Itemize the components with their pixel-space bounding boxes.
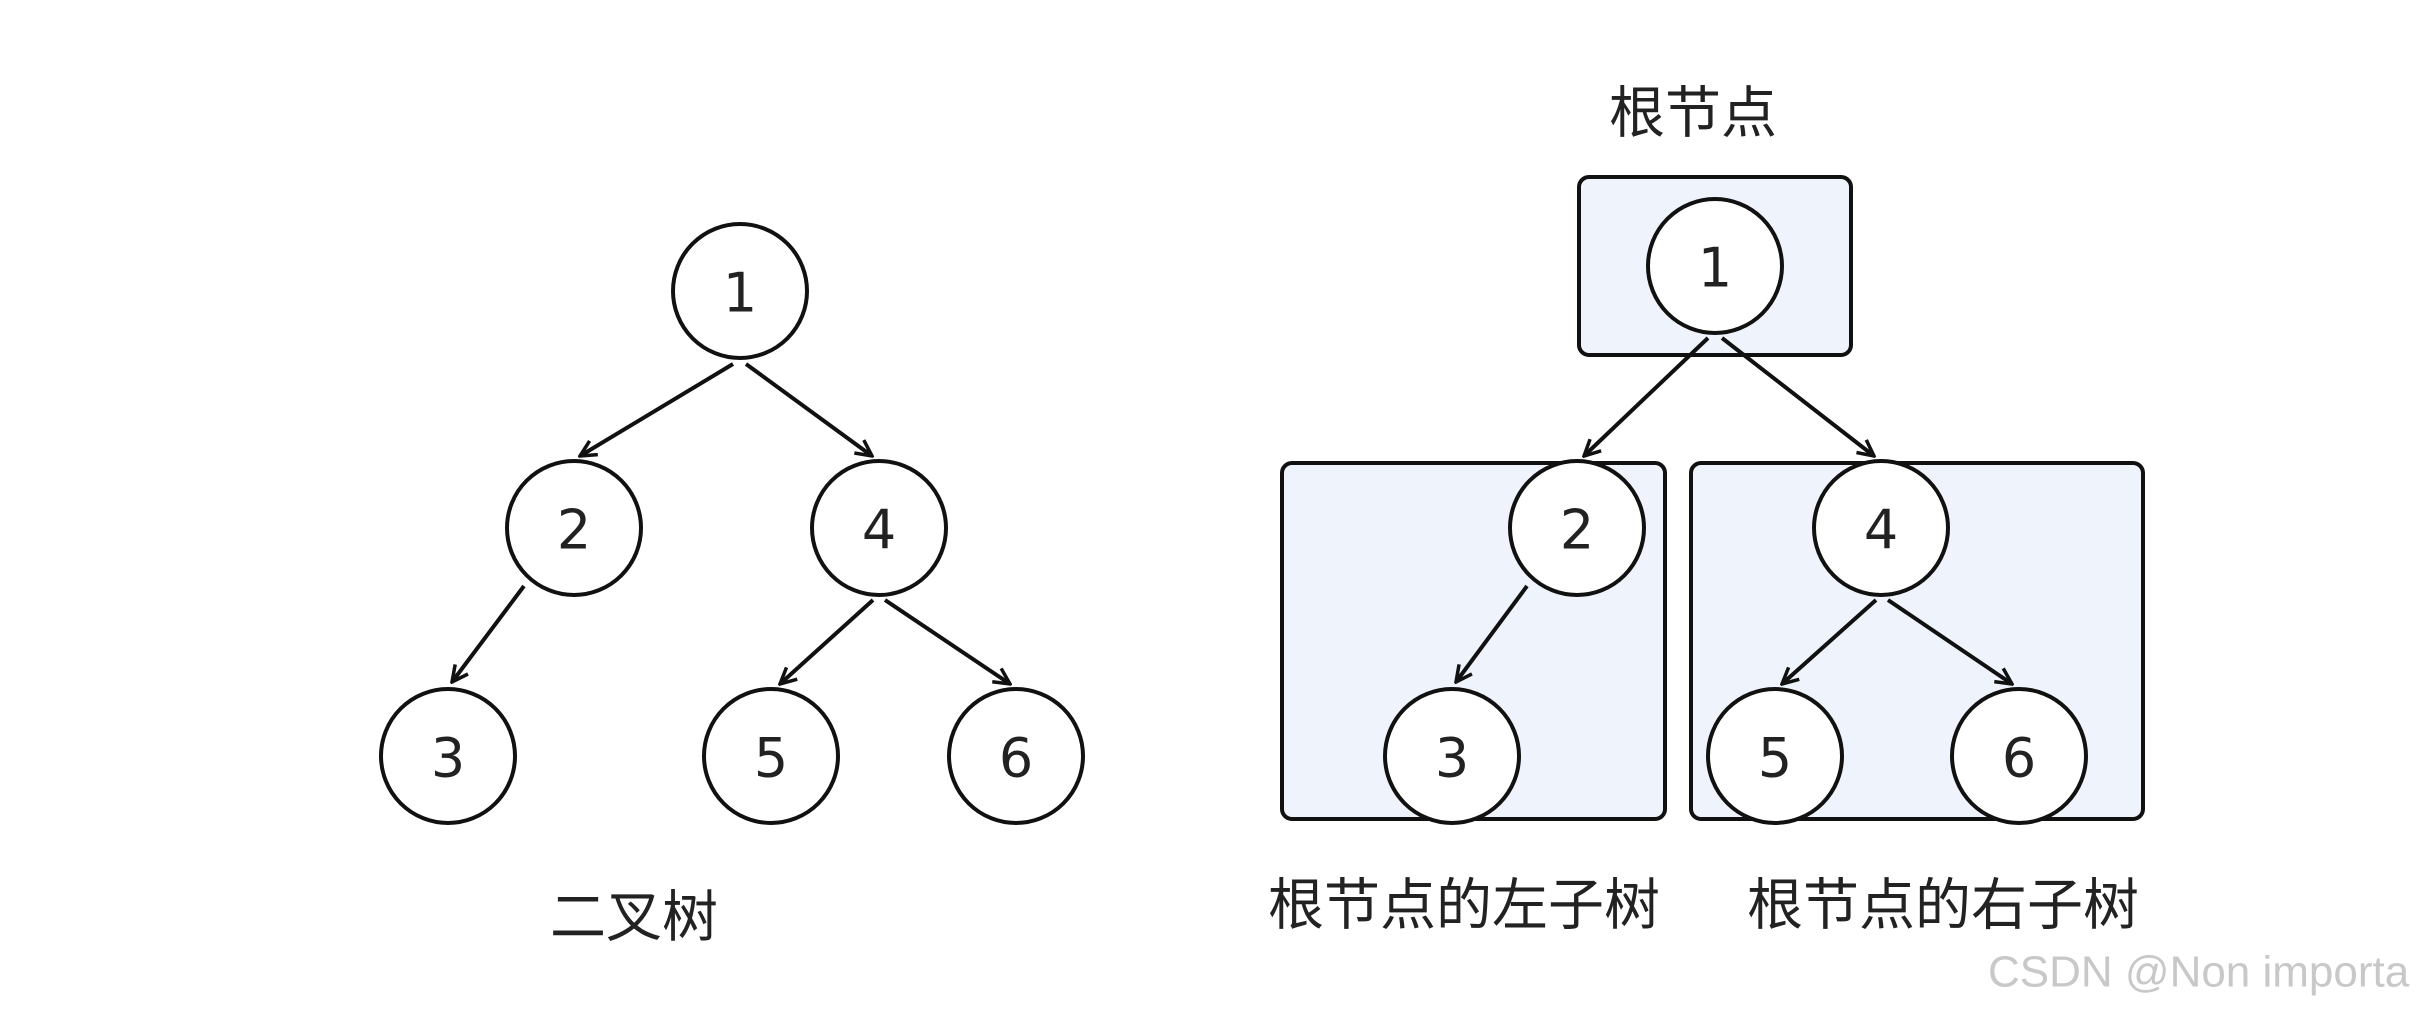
- left-node-4: 4: [810, 459, 948, 597]
- left-edge-4-6: [883, 598, 1010, 684]
- left-edge-1-2: [580, 362, 735, 456]
- right-node-6-label: 6: [2002, 727, 2036, 790]
- left-node-3-label: 3: [431, 727, 465, 790]
- left-tree-caption: 二叉树: [550, 886, 718, 951]
- right-edge-1-2: [1584, 336, 1710, 456]
- left-node-6: 6: [947, 687, 1085, 825]
- left-edge-2-3: [452, 584, 526, 682]
- left-node-5: 5: [702, 687, 840, 825]
- right-node-3-label: 3: [1435, 727, 1469, 790]
- left-subtree-caption: 根节点的左子树: [1268, 874, 1660, 939]
- right-node-1-label: 1: [1698, 237, 1732, 300]
- right-node-5-label: 5: [1758, 727, 1792, 790]
- left-node-1-label: 1: [723, 262, 757, 325]
- watermark: CSDN @Non importa: [1988, 948, 2410, 997]
- left-node-2: 2: [505, 459, 643, 597]
- right-subtree-caption: 根节点的右子树: [1747, 874, 2139, 939]
- right-node-1: 1: [1646, 197, 1784, 335]
- right-edge-1-4: [1720, 336, 1874, 456]
- right-node-4: 4: [1812, 459, 1950, 597]
- left-node-6-label: 6: [999, 727, 1033, 790]
- left-edge-1-4: [744, 362, 872, 456]
- right-node-2: 2: [1508, 459, 1646, 597]
- left-node-2-label: 2: [557, 499, 591, 562]
- left-node-5-label: 5: [754, 727, 788, 790]
- right-edge-2-3: [1456, 584, 1529, 682]
- right-tree: 1 2 4 3 5 6 根节点 根节点的左子树 根节点的右子树: [1268, 82, 2145, 939]
- right-node-4-label: 4: [1864, 499, 1898, 562]
- right-node-2-label: 2: [1560, 499, 1594, 562]
- right-node-6: 6: [1950, 687, 2088, 825]
- left-edge-4-5: [780, 598, 875, 684]
- right-node-3: 3: [1383, 687, 1521, 825]
- left-tree: 1 2 4 3 5 6 二叉树: [379, 222, 1085, 951]
- left-node-3: 3: [379, 687, 517, 825]
- root-node-caption: 根节点: [1609, 82, 1777, 147]
- left-node-1: 1: [671, 222, 809, 360]
- left-node-4-label: 4: [862, 499, 896, 562]
- right-edge-4-6: [1886, 598, 2012, 684]
- right-edge-4-5: [1782, 598, 1878, 684]
- right-node-5: 5: [1706, 687, 1844, 825]
